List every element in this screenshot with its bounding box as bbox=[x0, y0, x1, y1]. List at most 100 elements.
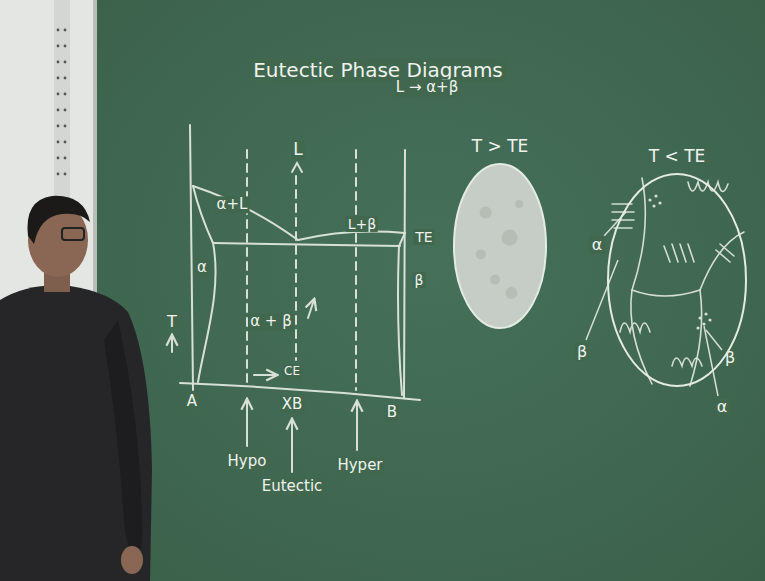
dot bbox=[64, 173, 67, 176]
axis-left bbox=[190, 125, 193, 390]
dot bbox=[57, 29, 60, 32]
circle-shape bbox=[608, 174, 746, 386]
lecturer-hand bbox=[121, 546, 143, 574]
grain-boundary bbox=[700, 232, 744, 290]
liquid-texture bbox=[515, 200, 523, 208]
solidus-right bbox=[399, 233, 405, 246]
temperature-condition: T < TE bbox=[606, 146, 748, 166]
leader-line bbox=[704, 326, 718, 396]
hyper-composition-line bbox=[355, 150, 357, 390]
circle-outline bbox=[452, 162, 548, 330]
wall-dots bbox=[57, 29, 67, 176]
leader-line bbox=[586, 260, 618, 340]
eutectic-arrow bbox=[291, 420, 293, 472]
dot bbox=[57, 109, 60, 112]
eutectic-composition-line bbox=[295, 176, 297, 360]
hyper-arrow bbox=[356, 402, 358, 450]
dot bbox=[57, 125, 60, 128]
solid-microstructure-circle: T < TE bbox=[606, 146, 748, 388]
liquid-microstructure-circle: T > TE bbox=[452, 136, 548, 330]
circle-shape bbox=[454, 164, 546, 328]
composition-label: CE bbox=[282, 365, 302, 379]
phase-label: α bbox=[590, 236, 605, 254]
axis-label: XB bbox=[280, 396, 305, 413]
board-title: Eutectic Phase Diagrams bbox=[251, 59, 505, 82]
dot bbox=[57, 141, 60, 144]
alloy-label: Hypo bbox=[226, 453, 269, 470]
dot bbox=[702, 322, 705, 325]
dot bbox=[654, 194, 657, 197]
phase-label: β bbox=[413, 272, 426, 288]
phase-diagram bbox=[172, 125, 420, 472]
dot bbox=[57, 173, 60, 176]
hypo-composition-line bbox=[246, 150, 248, 384]
dot bbox=[57, 45, 60, 48]
dot bbox=[658, 201, 661, 204]
dot bbox=[64, 29, 67, 32]
phase-label: α bbox=[715, 398, 730, 416]
dot bbox=[648, 198, 651, 201]
dot bbox=[64, 141, 67, 144]
chalkboard bbox=[96, 0, 765, 581]
cooling-arrow bbox=[308, 300, 314, 318]
dot bbox=[57, 157, 60, 160]
dot bbox=[708, 318, 711, 321]
dot bbox=[64, 157, 67, 160]
composition-direction-arrow bbox=[254, 374, 276, 376]
lecturer bbox=[0, 196, 152, 581]
grain-boundary bbox=[690, 290, 702, 386]
axis-right bbox=[404, 150, 405, 398]
liquid-texture bbox=[506, 287, 518, 299]
dot bbox=[64, 45, 67, 48]
dot bbox=[64, 125, 67, 128]
region-label: L+β bbox=[346, 216, 378, 232]
alloy-label: Eutectic bbox=[260, 478, 325, 495]
dot bbox=[652, 204, 655, 207]
liquid-texture bbox=[476, 249, 486, 259]
dot bbox=[57, 61, 60, 64]
lamellae bbox=[688, 182, 728, 192]
dot bbox=[57, 77, 60, 80]
lamellae bbox=[672, 358, 702, 366]
dot bbox=[64, 61, 67, 64]
dot bbox=[57, 93, 60, 96]
dot bbox=[64, 77, 67, 80]
reaction-label: L → α+β bbox=[394, 79, 461, 96]
solvus-right bbox=[398, 246, 402, 395]
component-label: B bbox=[385, 404, 399, 421]
solidus-left bbox=[193, 186, 213, 243]
dot bbox=[64, 109, 67, 112]
component-label: A bbox=[185, 393, 199, 410]
alloy-label: Hyper bbox=[335, 457, 384, 474]
temperature-arrow bbox=[171, 336, 173, 352]
grain-boundary bbox=[632, 178, 645, 290]
lecturer-body bbox=[0, 285, 152, 581]
phase-label: L bbox=[291, 140, 304, 160]
dot bbox=[64, 93, 67, 96]
leader-lines bbox=[586, 212, 722, 396]
lamellae bbox=[664, 244, 694, 262]
grain-boundary bbox=[632, 290, 700, 296]
lecturer-hair bbox=[28, 196, 91, 244]
lamellae bbox=[716, 244, 734, 262]
dot bbox=[704, 312, 707, 315]
phase-label: β bbox=[575, 343, 589, 361]
eutectic-line bbox=[213, 243, 400, 246]
region-label: α + β bbox=[248, 313, 294, 330]
temperature-condition: T > TE bbox=[452, 136, 548, 156]
temperature-label: TE bbox=[413, 229, 434, 245]
liquid-texture bbox=[490, 275, 500, 285]
lecturer-arm bbox=[104, 320, 142, 560]
liquid-texture bbox=[502, 230, 518, 246]
lamellae bbox=[620, 323, 650, 332]
phase-label: β bbox=[723, 349, 737, 367]
liquid-caret bbox=[292, 163, 302, 172]
precipitate-dots bbox=[648, 194, 711, 329]
dot bbox=[698, 316, 701, 319]
circle-outline bbox=[606, 172, 748, 388]
liquidus-right bbox=[298, 232, 405, 240]
phase-label: α bbox=[195, 259, 209, 276]
axis-label: T bbox=[165, 313, 179, 331]
